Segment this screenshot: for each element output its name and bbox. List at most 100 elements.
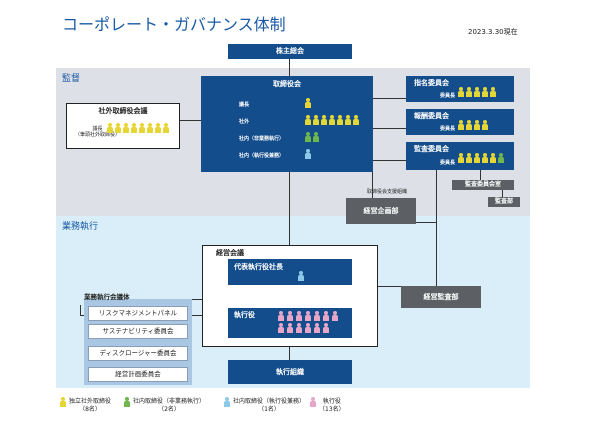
audit-committee: 監査委員会 委員長	[406, 142, 514, 170]
legend-label: 独立社外取締役	[69, 398, 112, 405]
person-icon	[163, 123, 169, 133]
person-icon	[278, 323, 284, 333]
connector-line	[373, 98, 406, 99]
person-icon	[337, 115, 343, 125]
person-icon	[139, 123, 145, 133]
person-icon	[321, 115, 327, 125]
management-meeting-title: 経営会議	[216, 249, 244, 257]
committee-title: 報酬委員会	[414, 112, 449, 120]
supervision-label: 監督	[62, 74, 81, 84]
legend-count: （2名）	[158, 406, 180, 413]
execution-label: 業務執行	[62, 222, 99, 232]
person-icon	[296, 311, 302, 321]
committee-chair-label: 委員長	[440, 93, 456, 99]
ceo-title: 代表執行役社長	[234, 263, 283, 271]
person-icon	[323, 323, 329, 333]
legend-entry: 社内取締役（非業務執行）（2名）	[133, 398, 205, 414]
risk-management-panel: リスクマネジメントパネル	[88, 306, 188, 321]
connector-line	[373, 160, 406, 161]
outside-meeting-title: 社外取締役会議	[98, 107, 148, 115]
executive-officers-box: 執行役	[228, 308, 352, 338]
connector-line	[289, 345, 290, 360]
connector-line	[436, 170, 437, 286]
person-icon	[155, 123, 161, 133]
outside-meeting-chair: 議長 （筆頭社外取締役）	[75, 126, 120, 138]
nomination-committee: 指名委員会 委員長	[406, 76, 514, 102]
board-row-label: 社外	[239, 119, 250, 125]
person-icon	[474, 87, 480, 97]
connector-line	[80, 305, 81, 315]
person-icon	[131, 123, 137, 133]
person-icon	[474, 120, 480, 130]
person-icon	[313, 115, 319, 125]
connector-line	[373, 128, 406, 129]
legend-label: 執行役	[322, 398, 341, 405]
person-icon	[124, 397, 130, 407]
person-icon	[345, 115, 351, 125]
board-support-label: 取締役会支援組織	[367, 189, 408, 195]
person-icon	[474, 153, 480, 163]
legend-label: 社内取締役（執行役兼務）	[233, 398, 306, 405]
person-icon	[466, 153, 472, 163]
person-icon	[458, 120, 464, 130]
legend-count: （13名）	[319, 406, 345, 413]
connector-line	[480, 170, 481, 180]
ceo-box: 代表執行役社長	[228, 259, 352, 285]
connector-line	[289, 59, 290, 76]
person-icon	[296, 323, 302, 333]
board-row-label: 議長	[239, 102, 250, 108]
audit-department: 監査部	[488, 197, 520, 207]
connector-line	[502, 188, 503, 197]
connector-line	[416, 222, 436, 223]
person-icon	[314, 311, 320, 321]
disclosure-committee: ディスクロージャー委員会	[88, 346, 188, 361]
person-icon	[224, 397, 230, 407]
committee-chair-label: 委員長	[440, 160, 456, 166]
person-icon	[305, 323, 311, 333]
person-icon	[329, 115, 335, 125]
person-icon	[123, 123, 129, 133]
committee-chair-label: 委員長	[440, 126, 456, 132]
as-of-date: 2023.3.30現在	[468, 28, 518, 36]
person-icon	[305, 98, 311, 108]
legend-entry: 独立社外取締役（8名）	[69, 398, 111, 414]
business-planning-committee: 経営計画委員会	[88, 367, 188, 382]
legend-count: （8名）	[79, 406, 101, 413]
person-icon	[323, 311, 329, 321]
person-icon	[305, 132, 311, 142]
board-of-directors: 取締役会 議長社外社内（非業務執行） 社内（執行役兼務）	[201, 76, 373, 172]
board-title: 取締役会	[273, 80, 301, 88]
shareholders-meeting: 株主総会	[228, 44, 352, 59]
connector-line	[289, 172, 290, 245]
connector-line	[179, 120, 201, 121]
execution-bodies-title: 業務執行会議体	[84, 293, 130, 301]
board-row-label: 社内（非業務執行）	[239, 136, 285, 142]
legend-entry: 執行役（13名）	[319, 398, 345, 414]
person-icon	[332, 311, 338, 321]
chair-sublabel: （筆頭社外取締役）	[75, 132, 121, 138]
person-icon	[314, 323, 320, 333]
person-icon	[305, 149, 311, 159]
person-icon	[287, 323, 293, 333]
person-icon	[466, 87, 472, 97]
person-icon	[490, 153, 496, 163]
person-icon	[498, 153, 504, 163]
audit-committee-office: 監査委員会室	[452, 180, 514, 190]
person-icon	[490, 87, 496, 97]
person-icon	[353, 115, 359, 125]
person-icon	[482, 87, 488, 97]
legend-count: （1名）	[258, 406, 280, 413]
committee-title: 監査委員会	[414, 145, 449, 153]
person-icon	[305, 115, 311, 125]
connector-line	[372, 172, 373, 198]
person-icon	[313, 132, 319, 142]
internal-audit-dept: 経営監査部	[401, 286, 481, 308]
person-icon	[278, 311, 284, 321]
person-icon	[482, 153, 488, 163]
committee-title: 指名委員会	[414, 79, 449, 87]
person-icon	[298, 271, 304, 281]
board-row-label: 社内（執行役兼務）	[239, 153, 285, 159]
officers-title: 執行役	[234, 311, 255, 319]
person-icon	[466, 120, 472, 130]
sustainability-committee: サステナビリティ委員会	[88, 324, 188, 339]
